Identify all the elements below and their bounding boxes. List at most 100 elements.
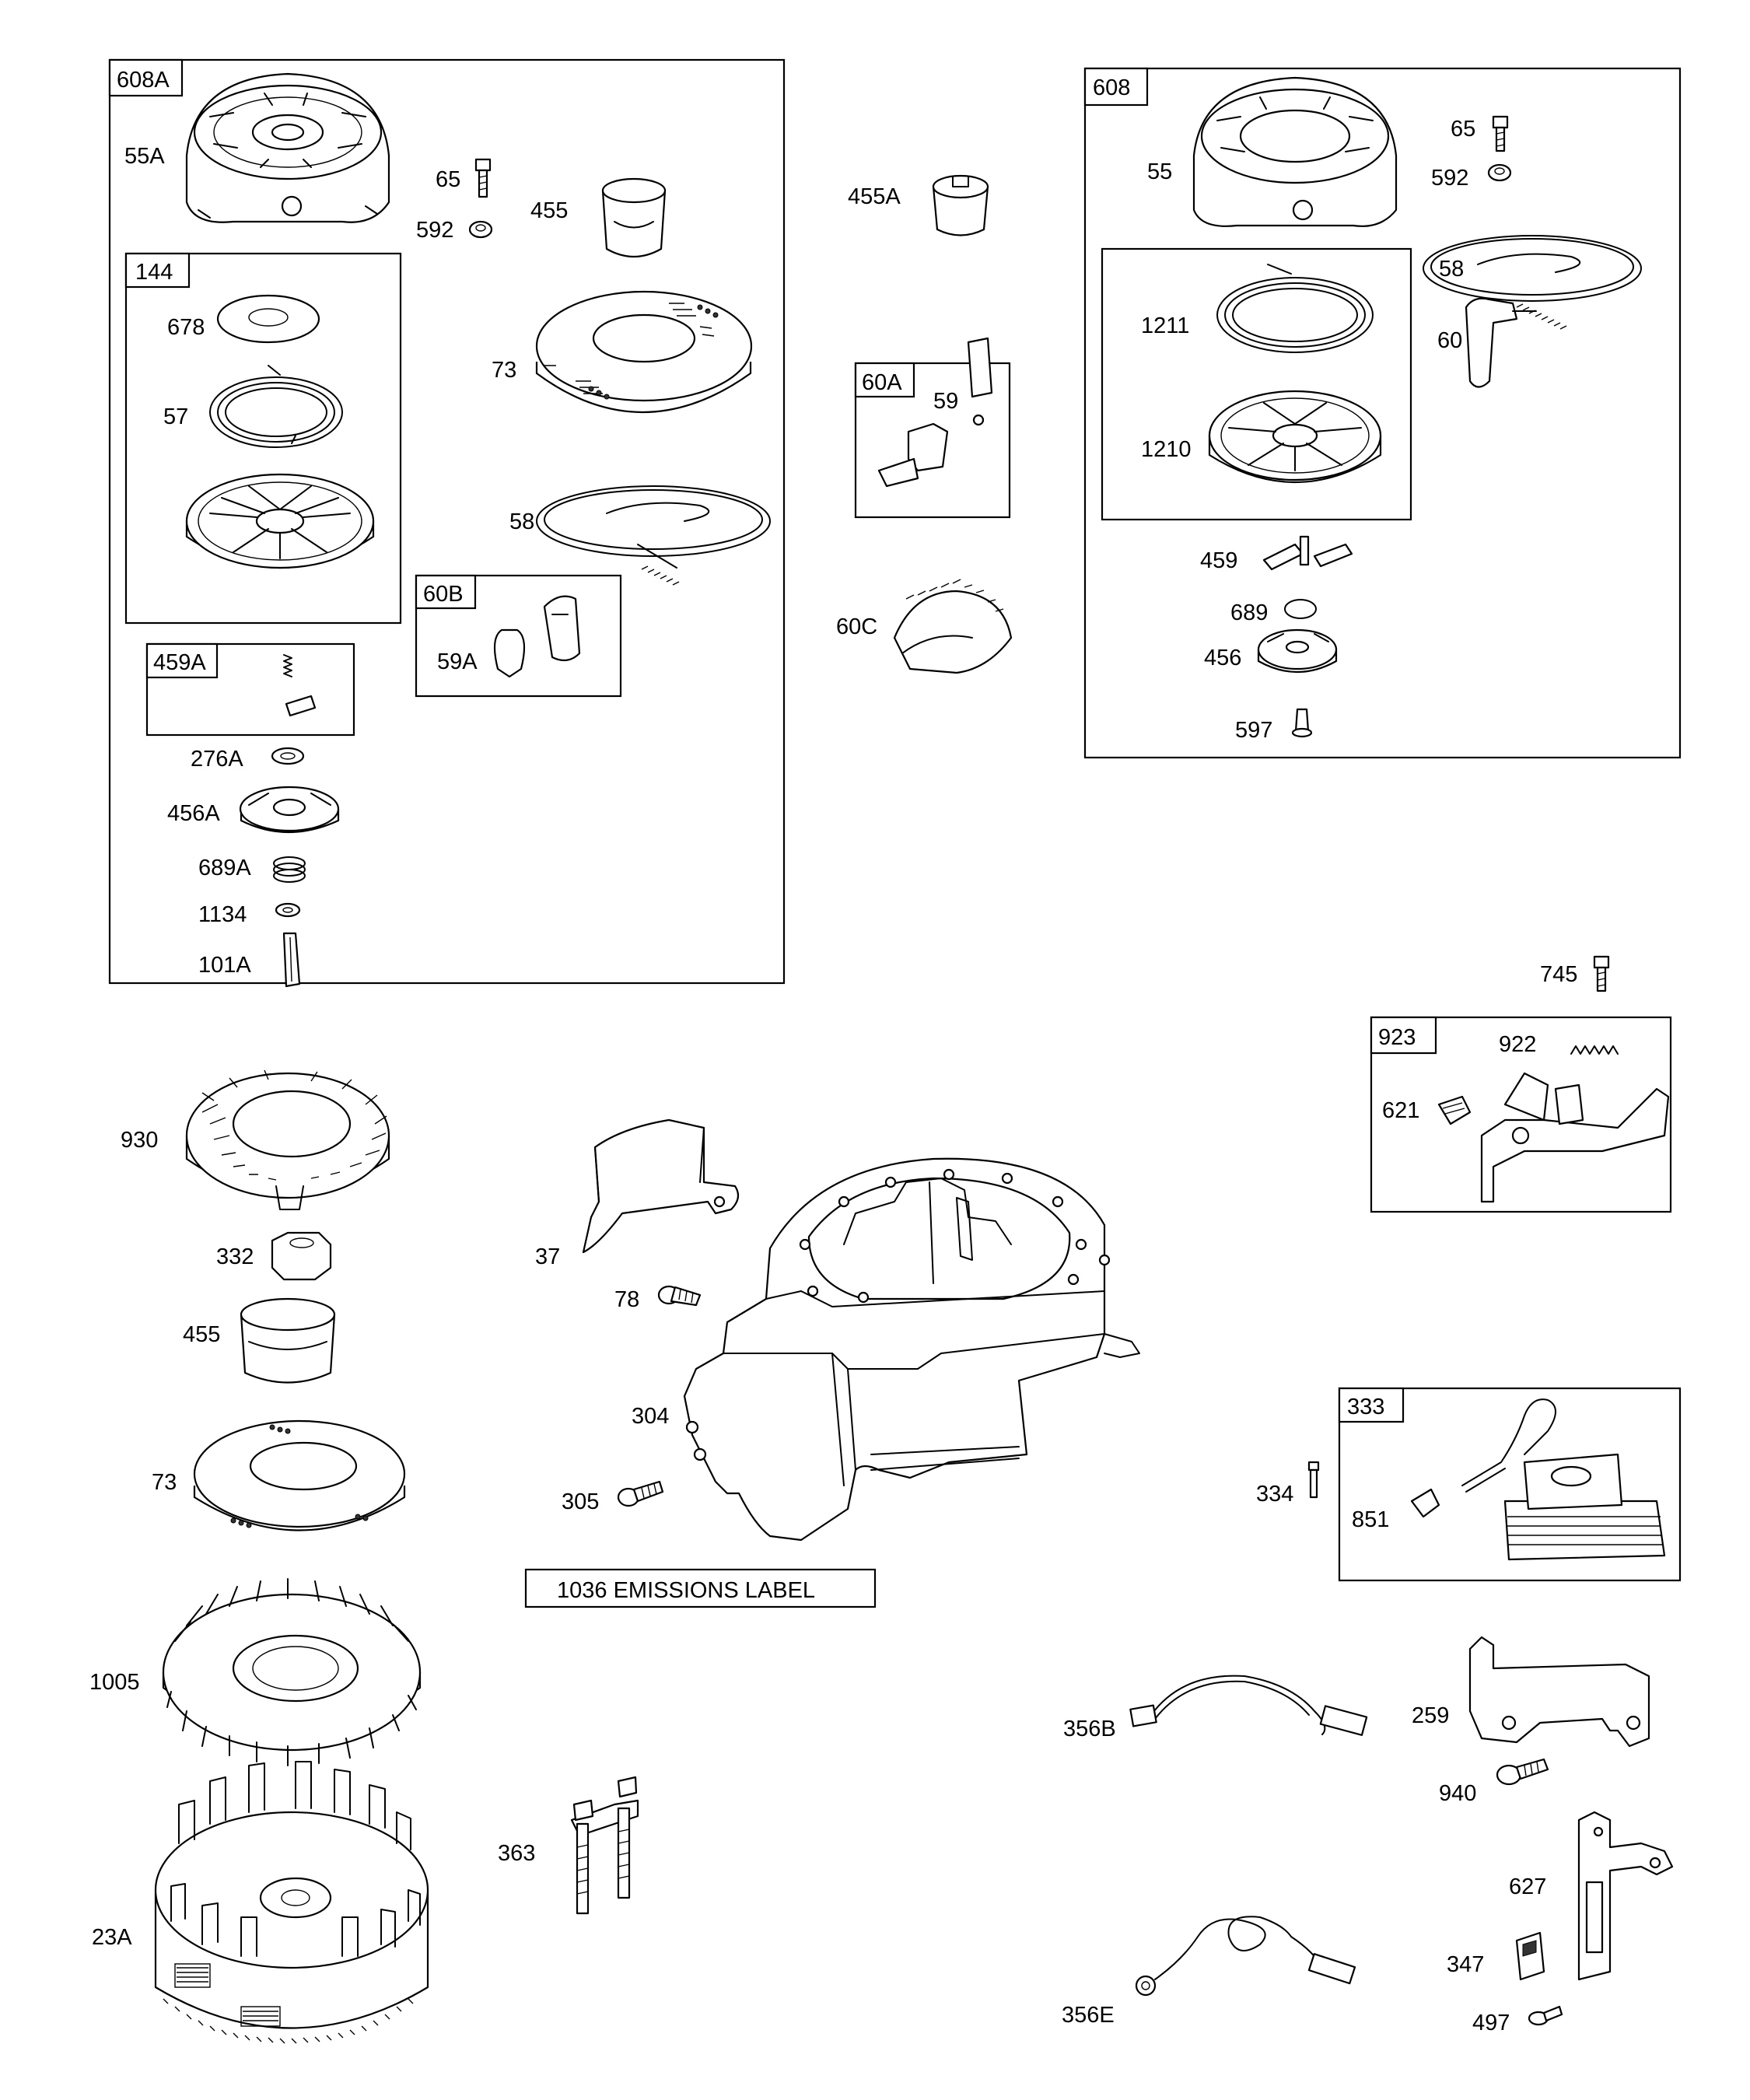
part-455-bottom <box>240 1297 336 1384</box>
part-label-78: 78 <box>614 1287 639 1312</box>
part-592-r <box>1487 163 1512 182</box>
part-1005 <box>162 1578 422 1766</box>
part-label-23A: 23A <box>92 1925 132 1950</box>
part-58-r <box>1423 235 1642 330</box>
part-940 <box>1496 1758 1549 1786</box>
part-label-592: 592 <box>416 218 453 243</box>
group-box-60B: 60B <box>415 574 622 698</box>
part-group-1211-1210 <box>1101 247 1412 521</box>
part-label-55A: 55A <box>124 144 165 169</box>
part-label-456A: 456A <box>167 801 220 826</box>
part-label-455A: 455A <box>848 184 901 209</box>
part-1134 <box>275 902 301 918</box>
part-1210 <box>1208 390 1382 484</box>
emissions-label-box: 1036 EMISSIONS LABEL <box>524 1568 877 1608</box>
part-label-334: 334 <box>1256 1482 1293 1507</box>
part-label-689: 689 <box>1230 600 1268 625</box>
part-label-57: 57 <box>163 404 188 429</box>
part-label-1005: 1005 <box>89 1670 140 1695</box>
part-label-101A: 101A <box>198 953 251 978</box>
group-box-608: 608 <box>1083 67 1682 759</box>
part-label-455-b: 455 <box>183 1322 220 1347</box>
part-label-497: 497 <box>1472 2011 1510 2035</box>
part-58-top <box>536 485 771 586</box>
part-label-689A: 689A <box>198 856 251 880</box>
part-label-363: 363 <box>498 1841 535 1866</box>
part-label-1211: 1211 <box>1141 313 1189 338</box>
part-305 <box>617 1480 664 1507</box>
part-65-r <box>1492 115 1509 152</box>
part-334 <box>1307 1461 1320 1499</box>
part-label-276A: 276A <box>191 747 243 772</box>
part-78 <box>657 1285 702 1307</box>
part-627 <box>1577 1811 1674 1981</box>
part-label-597: 597 <box>1235 718 1272 743</box>
group-box-333: 333 <box>1338 1387 1682 1582</box>
group-label-60A: 60A <box>862 370 902 395</box>
part-label-37: 37 <box>535 1244 560 1269</box>
part-label-305: 305 <box>562 1489 599 1514</box>
part-label-745: 745 <box>1540 962 1577 987</box>
part-label-455: 455 <box>530 198 568 223</box>
part-57 <box>209 365 343 448</box>
part-label-73: 73 <box>492 358 516 383</box>
part-497 <box>1528 2005 1563 2026</box>
group-label-923: 923 <box>1378 1025 1416 1050</box>
part-689 <box>1284 599 1317 619</box>
part-label-1134: 1134 <box>198 902 247 927</box>
part-label-73-b: 73 <box>152 1470 177 1495</box>
part-label-55: 55 <box>1147 159 1172 184</box>
part-label-58-r: 58 <box>1439 257 1464 282</box>
part-label-59: 59 <box>933 389 958 414</box>
part-37 <box>582 1118 740 1254</box>
part-label-65-r: 65 <box>1451 117 1475 142</box>
part-73-bottom <box>193 1419 406 1531</box>
part-label-459: 459 <box>1200 548 1237 573</box>
part-745 <box>1593 955 1610 992</box>
part-60 <box>1465 297 1537 388</box>
part-455A <box>932 174 989 236</box>
part-592 <box>468 220 493 239</box>
group-box-459A: 459A <box>145 642 355 737</box>
group-box-60A: 60A <box>854 337 1011 519</box>
part-347 <box>1515 1931 1545 1981</box>
part-label-1210: 1210 <box>1141 437 1192 462</box>
group-box-923: 923 <box>1370 1016 1672 1213</box>
part-label-58: 58 <box>509 509 534 534</box>
part-label-922: 922 <box>1499 1032 1536 1057</box>
group-box-144: 144 <box>124 252 402 625</box>
part-101A <box>282 932 301 988</box>
group-label-459A: 459A <box>153 650 206 675</box>
part-label-65: 65 <box>436 167 460 192</box>
part-23A <box>154 1761 429 2044</box>
part-label-356E: 356E <box>1062 2003 1115 2028</box>
part-65 <box>474 158 492 198</box>
part-459 <box>1262 535 1353 571</box>
part-363 <box>570 1776 639 1915</box>
part-label-621: 621 <box>1382 1098 1419 1123</box>
part-356B <box>1129 1675 1368 1736</box>
group-label-144: 144 <box>135 260 173 285</box>
part-label-930: 930 <box>121 1128 158 1153</box>
part-label-851: 851 <box>1352 1507 1389 1532</box>
part-label-304: 304 <box>632 1404 669 1429</box>
part-label-678: 678 <box>167 315 205 340</box>
part-1211 <box>1216 264 1374 353</box>
emissions-label-text: 1036 EMISSIONS LABEL <box>557 1578 815 1603</box>
group-label-60B: 60B <box>423 582 464 607</box>
part-930 <box>185 1069 390 1210</box>
part-678 <box>216 294 320 344</box>
part-55 <box>1192 76 1398 227</box>
group-label-333: 333 <box>1347 1395 1384 1419</box>
part-60C <box>893 579 1013 674</box>
part-label-60: 60 <box>1437 328 1462 353</box>
part-144-pulley <box>185 473 375 569</box>
group-label-608: 608 <box>1093 75 1130 100</box>
part-55A <box>185 72 390 223</box>
part-356E <box>1135 1916 1356 1997</box>
part-label-332: 332 <box>216 1244 254 1269</box>
group-label-608A: 608A <box>117 68 170 93</box>
part-label-940: 940 <box>1439 1781 1476 1806</box>
